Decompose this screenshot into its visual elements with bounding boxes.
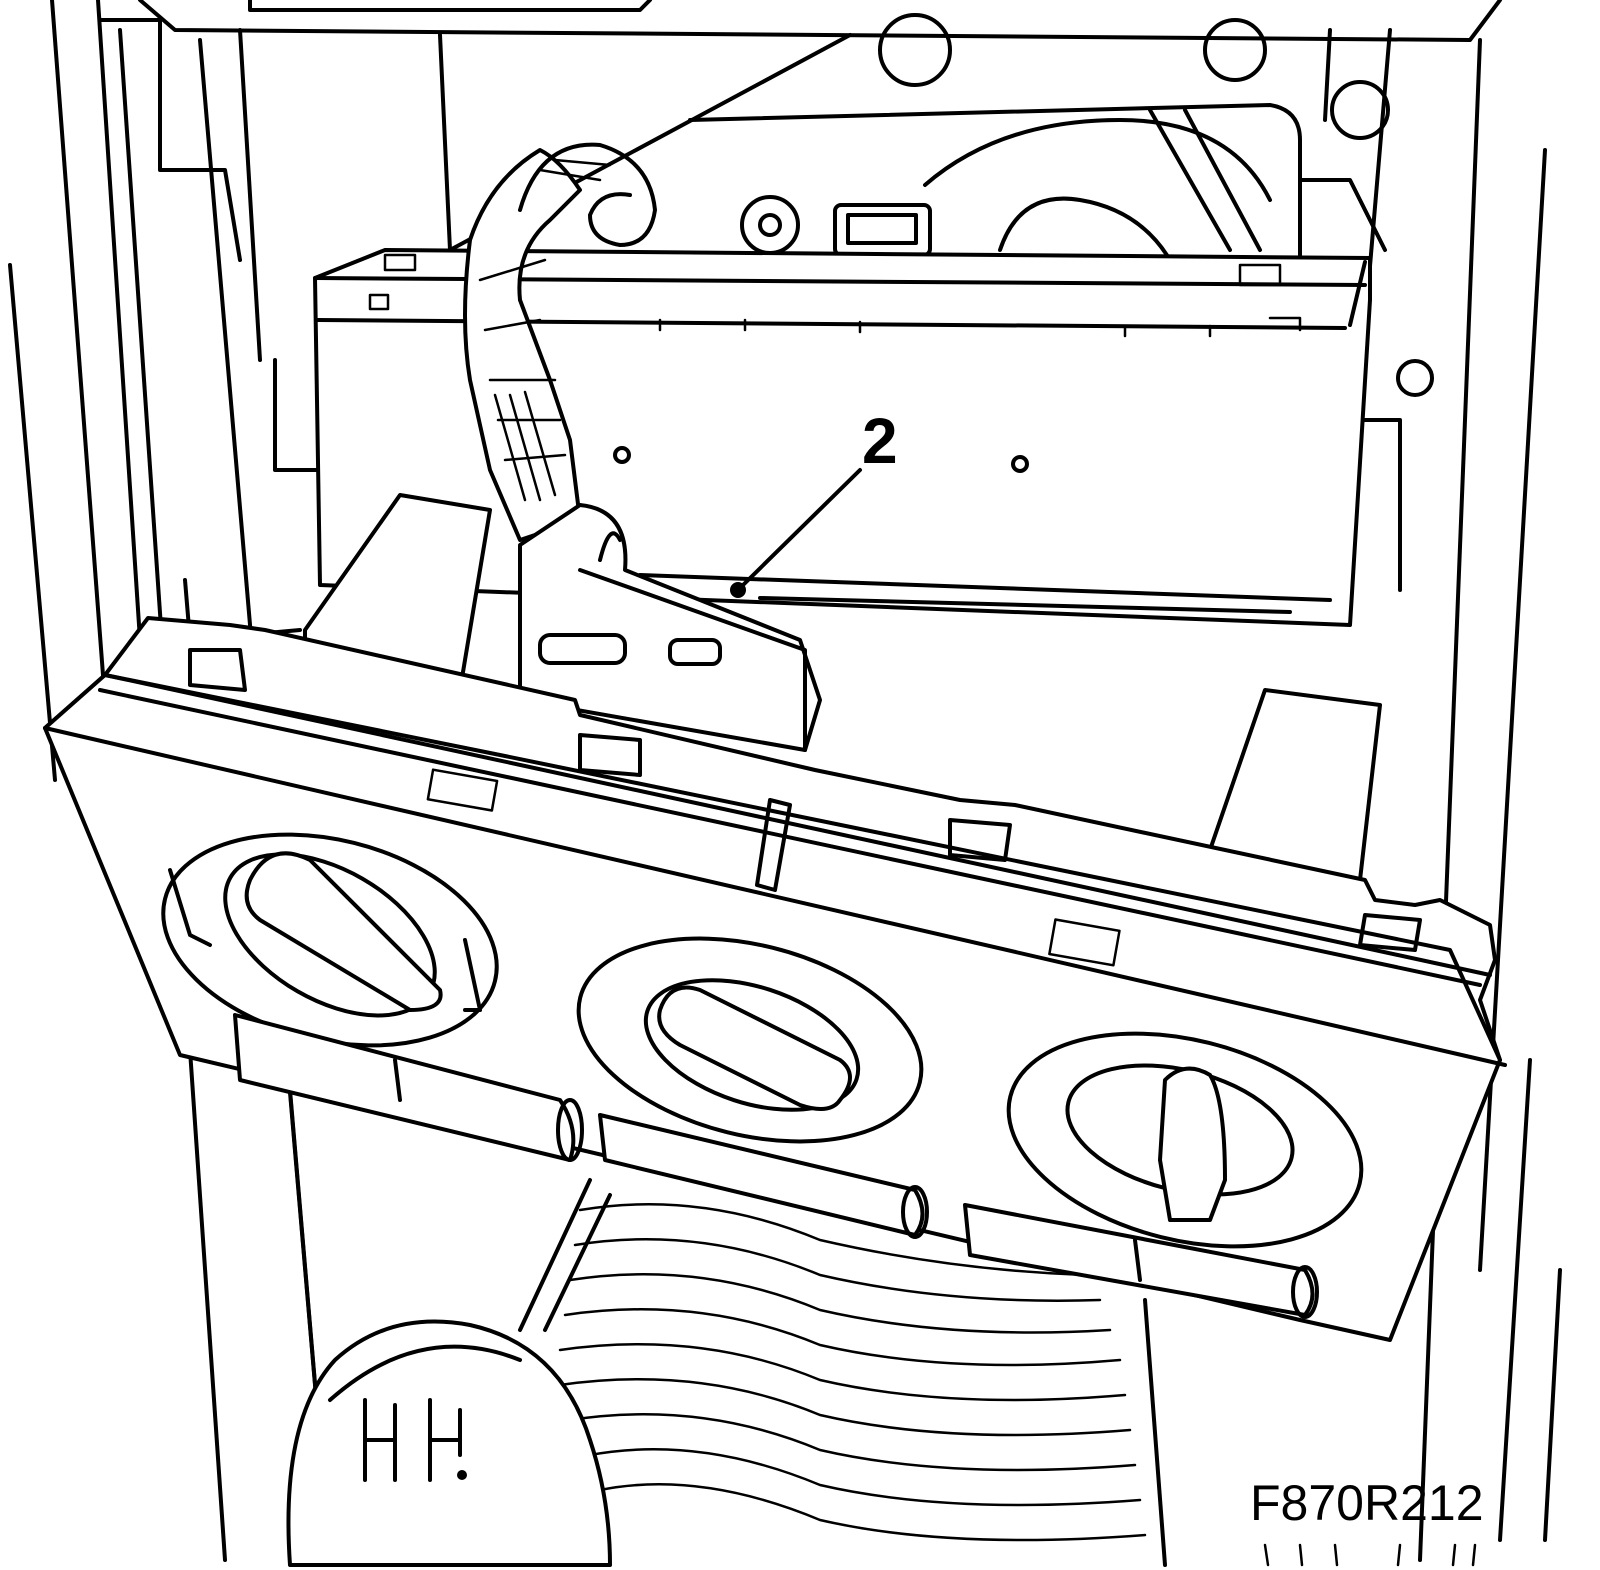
callout-number: 2 — [862, 405, 898, 477]
callout-2: 2 — [730, 405, 898, 598]
heater-control-panel — [43, 493, 1507, 1342]
callout-leader-dot — [730, 582, 746, 598]
gear-boot — [518, 1178, 1167, 1567]
gear-knob — [286, 1319, 612, 1567]
figure-code: F870R212 — [1250, 1475, 1484, 1531]
connector — [518, 503, 822, 752]
dashboard-background — [183, 13, 1434, 642]
callout-leader-line — [738, 468, 862, 590]
wiring-harness — [463, 142, 657, 542]
